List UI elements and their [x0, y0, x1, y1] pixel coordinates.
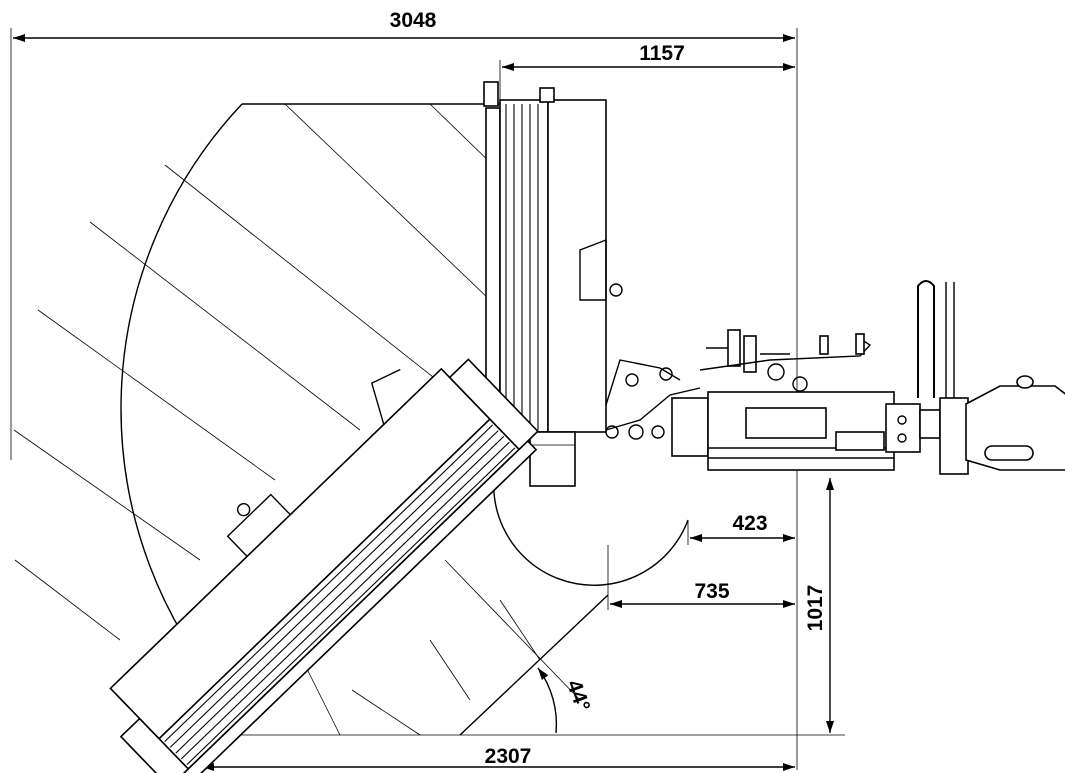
outer-arc — [120, 103, 243, 701]
sweep-diagonal-bottom — [459, 594, 609, 736]
dim-head-offset: 1157 — [639, 42, 685, 65]
rear-engine — [939, 375, 1065, 475]
swept-area — [13, 103, 689, 736]
dim-arc-offset: 735 — [694, 580, 729, 603]
brand-text: AVANT — [837, 433, 884, 449]
dimension-lines — [13, 34, 834, 771]
flail-chain-upright — [505, 104, 539, 430]
dim-inner-radius: 423 — [732, 512, 767, 535]
dim-angle: 44° — [562, 677, 594, 715]
sweep-hatch — [13, 103, 581, 736]
inner-arc — [493, 449, 689, 586]
mower-head-rotated — [109, 358, 539, 773]
roll-bar — [917, 280, 955, 398]
brand-badge: AVANT — [835, 431, 885, 451]
flail-chain-rotated — [164, 424, 516, 766]
dim-height: 1017 — [804, 585, 827, 632]
mower-head-upright — [483, 81, 623, 487]
dim-overall-width: 3048 — [390, 9, 437, 32]
front-frame — [699, 333, 872, 392]
hydraulic-hoses — [706, 329, 790, 373]
tractor: AVANT — [605, 280, 1065, 475]
loader-body — [671, 391, 941, 471]
linkage-arm — [605, 359, 701, 440]
dim-bottom-width: 2307 — [485, 745, 532, 768]
angle-arc-44 — [537, 667, 558, 734]
